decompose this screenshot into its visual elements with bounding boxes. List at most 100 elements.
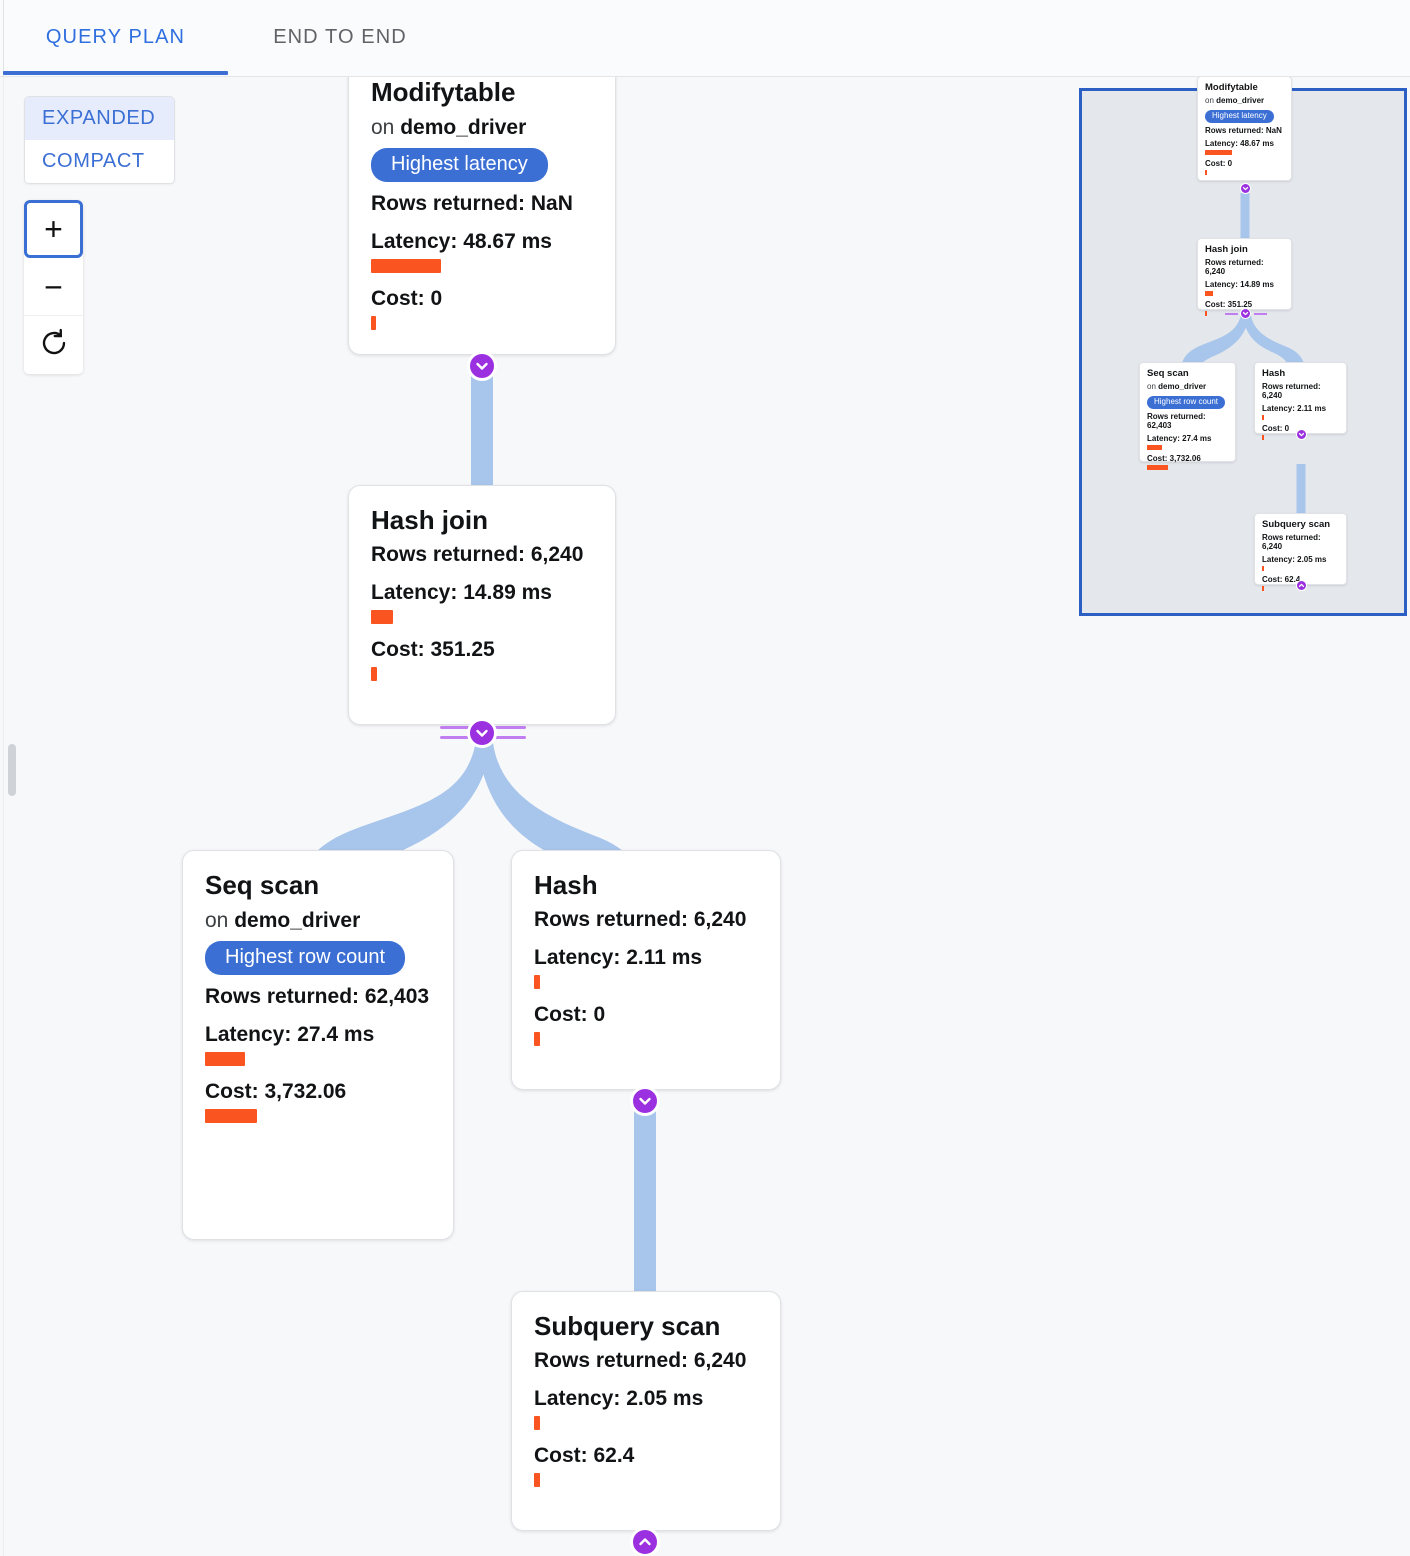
node-modifytable-on-prefix: on xyxy=(371,115,395,139)
tab-query-plan-label: QUERY PLAN xyxy=(45,25,186,48)
node-seq-scan-on-prefix: on xyxy=(205,908,229,932)
mm-node-modifytable-relation-name: demo_driver xyxy=(1216,96,1265,106)
node-hash[interactable]: Hash Rows returned: 6,240 Latency: 2.11 … xyxy=(511,850,781,1090)
node-modifytable-cost-label: Cost: 0 xyxy=(371,286,443,310)
node-hash-join-latency-metric: Latency: 14.89 ms xyxy=(371,581,593,624)
mm-node-modifytable-on-prefix: on xyxy=(1205,96,1214,106)
collapse-knob-modifytable[interactable] xyxy=(467,351,497,381)
node-modifytable-title: Modifytable xyxy=(371,77,516,107)
node-seq-scan-rows: Rows returned: 62,403 xyxy=(205,984,430,1008)
node-seq-scan-latency-metric: Latency: 27.4 ms xyxy=(205,1023,431,1066)
mm-node-seq-scan-cost-metric: Cost: 3,732.06 xyxy=(1147,454,1228,471)
node-modifytable-rows: Rows returned: NaN xyxy=(371,191,573,215)
view-mode-expanded-label: EXPANDED xyxy=(42,107,156,129)
node-seq-scan-badge: Highest row count xyxy=(205,940,406,975)
tab-end-to-end-label: END TO END xyxy=(273,25,407,48)
tab-query-plan[interactable]: QUERY PLAN xyxy=(3,0,228,74)
mm-collapse-knob-hash xyxy=(1296,429,1307,440)
view-mode-compact-label: COMPACT xyxy=(42,150,145,172)
view-mode-toggle[interactable]: EXPANDED COMPACT xyxy=(24,96,175,184)
node-hash-join[interactable]: Hash join Rows returned: 6,240 Latency: … xyxy=(348,485,616,725)
mm-node-modifytable-cost-bar xyxy=(1205,170,1207,176)
tab-end-to-end[interactable]: END TO END xyxy=(240,0,440,74)
mm-node-hash-cost-metric: Cost: 0 xyxy=(1262,424,1339,441)
mm-node-subquery-scan-cost-label: Cost: 62.4 xyxy=(1262,575,1301,585)
node-modifytable-relation: on demo_driver xyxy=(371,116,593,140)
plus-icon: + xyxy=(44,211,63,247)
collapse-knob-subquery-scan[interactable] xyxy=(630,1527,660,1556)
mm-node-hash-join-latency-bar xyxy=(1205,291,1213,297)
canvas-left-rule xyxy=(3,77,4,1556)
minus-icon: − xyxy=(44,268,63,305)
canvas-scrollbar-handle[interactable] xyxy=(8,744,16,796)
mm-node-modifytable: Modifytable on demo_driver Highest laten… xyxy=(1197,77,1292,181)
node-seq-scan[interactable]: Seq scan on demo_driver Highest row coun… xyxy=(182,850,454,1240)
mm-node-modifytable-relation: on demo_driver xyxy=(1205,96,1284,105)
zoom-out-button[interactable]: − xyxy=(24,258,83,316)
rail-right-bottom xyxy=(494,736,526,739)
mm-node-seq-scan-badge: Highest row count xyxy=(1147,396,1226,409)
node-hash-join-rows: Rows returned: 6,240 xyxy=(371,542,584,566)
mm-node-subquery-scan-cost-bar xyxy=(1262,586,1264,592)
zoom-in-button[interactable]: + xyxy=(24,200,83,258)
node-hash-latency-bar xyxy=(534,974,540,989)
mm-collapse-knob-hash-join xyxy=(1240,308,1251,319)
mm-node-hash-rows: Rows returned: 6,240 xyxy=(1262,382,1321,401)
mm-node-hash-title: Hash xyxy=(1262,368,1286,379)
node-hash-join-cost-label: Cost: 351.25 xyxy=(371,637,495,661)
mm-node-hash-latency-bar xyxy=(1262,415,1264,421)
mm-rail-left xyxy=(1225,313,1238,315)
node-modifytable-latency-label: Latency: 48.67 ms xyxy=(371,229,552,253)
mm-node-hash-join-latency-metric: Latency: 14.89 ms xyxy=(1205,280,1284,297)
node-hash-cost-metric: Cost: 0 xyxy=(534,1003,758,1046)
mm-node-subquery-scan-latency-metric: Latency: 2.05 ms xyxy=(1262,555,1339,572)
node-subquery-scan-rows: Rows returned: 6,240 xyxy=(534,1348,747,1372)
mm-node-hash-latency-metric: Latency: 2.11 ms xyxy=(1262,404,1339,421)
node-hash-cost-label: Cost: 0 xyxy=(534,1002,606,1026)
tabbar-left-rule xyxy=(3,0,4,77)
collapse-knob-hash[interactable] xyxy=(630,1086,660,1116)
mm-node-subquery-scan-latency-bar xyxy=(1262,566,1264,572)
node-subquery-scan[interactable]: Subquery scan Rows returned: 6,240 Laten… xyxy=(511,1291,781,1531)
zoom-reset-button[interactable] xyxy=(24,316,83,374)
mm-node-hash-join-cost-label: Cost: 351.25 xyxy=(1205,300,1253,310)
mm-node-seq-scan-rows: Rows returned: 62,403 xyxy=(1147,412,1206,431)
view-mode-compact[interactable]: COMPACT xyxy=(25,140,174,183)
node-seq-scan-cost-bar xyxy=(205,1108,257,1123)
node-modifytable-latency-bar xyxy=(371,258,441,273)
graph-canvas[interactable]: Modifytable on demo_driver Highest laten… xyxy=(0,77,1410,1556)
mm-node-modifytable-rows: Rows returned: NaN xyxy=(1205,126,1282,136)
mm-node-hash-join-cost-metric: Cost: 351.25 xyxy=(1205,300,1284,317)
node-seq-scan-cost-metric: Cost: 3,732.06 xyxy=(205,1080,431,1123)
collapse-knob-hash-join[interactable] xyxy=(467,718,497,748)
mm-node-subquery-scan-latency-label: Latency: 2.05 ms xyxy=(1262,555,1327,565)
node-hash-cost-bar xyxy=(534,1031,540,1046)
node-hash-latency-label: Latency: 2.11 ms xyxy=(534,945,703,969)
mm-node-hash-join-latency-label: Latency: 14.89 ms xyxy=(1205,280,1274,290)
node-subquery-scan-cost-metric: Cost: 62.4 xyxy=(534,1444,758,1487)
mm-node-modifytable-latency-metric: Latency: 48.67 ms xyxy=(1205,139,1284,156)
mm-collapse-knob-modifytable xyxy=(1240,183,1251,194)
mm-node-hash: Hash Rows returned: 6,240 Latency: 2.11 … xyxy=(1254,362,1347,441)
node-hash-join-title: Hash join xyxy=(371,505,489,535)
node-subquery-scan-title: Subquery scan xyxy=(534,1311,721,1341)
zoom-controls[interactable]: + − xyxy=(24,200,83,374)
mm-node-hash-join-rows: Rows returned: 6,240 xyxy=(1205,258,1264,277)
active-tab-indicator xyxy=(3,71,228,75)
mm-node-hash-latency-label: Latency: 2.11 ms xyxy=(1262,404,1327,414)
view-mode-expanded[interactable]: EXPANDED xyxy=(25,97,174,140)
mm-node-seq-scan: Seq scan on demo_driver Highest row coun… xyxy=(1139,362,1236,471)
node-modifytable[interactable]: Modifytable on demo_driver Highest laten… xyxy=(348,77,616,355)
mm-node-seq-scan-relation-name: demo_driver xyxy=(1158,382,1207,392)
minimap[interactable]: Modifytable on demo_driver Highest laten… xyxy=(1079,77,1407,616)
mm-node-hash-cost-label: Cost: 0 xyxy=(1262,424,1290,434)
tab-bar: QUERY PLAN END TO END xyxy=(0,0,1410,77)
node-subquery-scan-cost-bar xyxy=(534,1472,540,1487)
node-modifytable-relation-name: demo_driver xyxy=(400,115,527,139)
mm-node-subquery-scan-rows: Rows returned: 6,240 xyxy=(1262,533,1321,552)
node-hash-latency-metric: Latency: 2.11 ms xyxy=(534,946,758,989)
mm-node-hash-join-title: Hash join xyxy=(1205,244,1248,255)
mm-node-modifytable-latency-bar xyxy=(1205,150,1232,156)
node-hash-join-cost-metric: Cost: 351.25 xyxy=(371,638,593,681)
mm-node-seq-scan-cost-bar xyxy=(1147,465,1168,471)
